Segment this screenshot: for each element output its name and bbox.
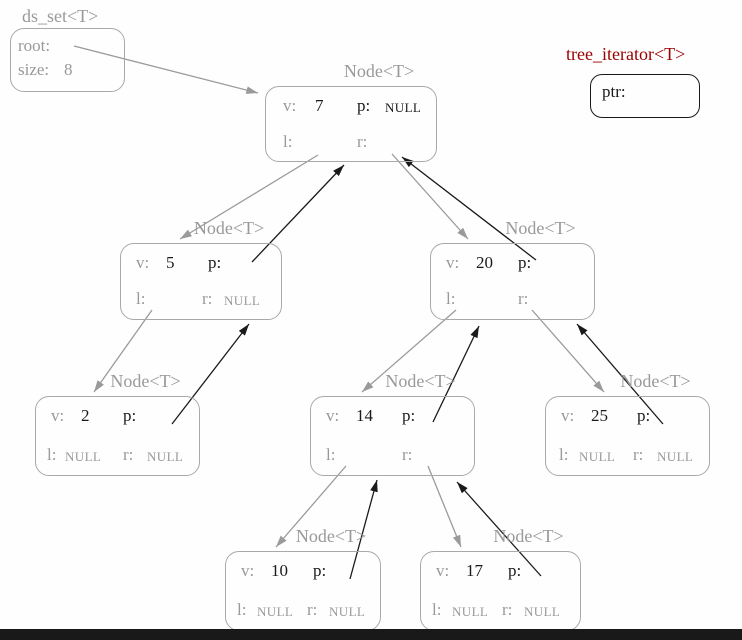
- node-20: Node<T> v: 20 p: l: r:: [430, 218, 595, 320]
- r-label: r:: [633, 445, 644, 464]
- root-label: root:: [18, 36, 51, 55]
- v-label: v:: [561, 406, 575, 425]
- r-label: r:: [502, 600, 513, 619]
- p-value: NULL: [385, 100, 422, 115]
- v-value: 17: [466, 561, 483, 580]
- node-box: [310, 396, 475, 476]
- r-label: r:: [202, 289, 213, 308]
- r-label: r:: [123, 445, 134, 464]
- p-label: p:: [208, 253, 222, 272]
- v-value: 20: [476, 253, 493, 272]
- l-value: NULL: [452, 604, 489, 619]
- v-value: 7: [315, 96, 324, 115]
- l-value: NULL: [579, 449, 616, 464]
- tree-iterator-box: [590, 74, 700, 118]
- r-label: r:: [307, 600, 318, 619]
- node-type-label: Node<T>: [505, 218, 576, 238]
- r-label: r:: [357, 132, 368, 151]
- node-5: Node<T> v: 5 p: l: r: NULL: [120, 218, 282, 320]
- ds-set-struct: ds_set<T> root: size: 8: [10, 6, 125, 92]
- l-label: l:: [559, 445, 569, 464]
- r-label: r:: [402, 445, 413, 464]
- node-type-label: Node<T>: [343, 61, 415, 81]
- v-label: v:: [283, 96, 297, 115]
- node-box: [545, 396, 710, 476]
- node-box: [430, 243, 595, 320]
- v-value: 5: [166, 253, 175, 272]
- arrow-7r-to-20: [391, 153, 469, 240]
- v-value: 14: [356, 406, 373, 425]
- ds-set-box: [10, 28, 125, 92]
- tree-iterator-struct: tree_iterator<T> ptr:: [566, 44, 700, 118]
- node-2: Node<T> v: 2 p: l: NULL r: NULL: [35, 371, 200, 476]
- arrow-20r-to-25: [531, 309, 605, 393]
- p-label: p:: [402, 406, 416, 425]
- p-label: p:: [508, 561, 522, 580]
- r-label: r:: [518, 289, 529, 308]
- v-label: v:: [436, 561, 450, 580]
- ds-set-title: ds_set<T>: [22, 6, 99, 26]
- size-label: size:: [18, 60, 50, 79]
- l-label: l:: [237, 600, 247, 619]
- v-label: v:: [326, 406, 340, 425]
- l-label: l:: [283, 132, 293, 151]
- l-label: l:: [446, 289, 456, 308]
- p-label: p:: [123, 406, 137, 425]
- r-value: NULL: [524, 604, 561, 619]
- p-label: p:: [357, 96, 371, 115]
- node-box: [120, 243, 282, 320]
- tree-iterator-title: tree_iterator<T>: [566, 44, 686, 64]
- node-box: [265, 86, 437, 162]
- l-label: l:: [432, 600, 442, 619]
- v-value: 25: [591, 406, 608, 425]
- node-10: Node<T> v: 10 p: l: NULL r: NULL: [225, 526, 381, 631]
- r-value: NULL: [224, 293, 261, 308]
- node-25: Node<T> v: 25 p: l: NULL r: NULL: [545, 371, 710, 476]
- v-value: 2: [81, 406, 90, 425]
- l-label: l:: [136, 289, 146, 308]
- node-type-label: Node<T>: [385, 371, 456, 391]
- ptr-label: ptr:: [602, 82, 626, 101]
- v-label: v:: [446, 253, 460, 272]
- node-type-label: Node<T>: [620, 371, 691, 391]
- node-type-label: Node<T>: [295, 526, 367, 546]
- v-label: v:: [51, 406, 65, 425]
- node-type-label: Node<T>: [493, 526, 564, 546]
- p-label: p:: [313, 561, 327, 580]
- r-value: NULL: [657, 449, 694, 464]
- arrow-14r-to-17: [427, 465, 462, 548]
- node-type-label: Node<T>: [193, 218, 265, 238]
- v-value: 10: [271, 561, 288, 580]
- l-label: l:: [326, 445, 336, 464]
- l-label: l:: [47, 445, 57, 464]
- p-label: p:: [518, 253, 532, 272]
- v-label: v:: [241, 561, 255, 580]
- r-value: NULL: [329, 604, 366, 619]
- window-bottom-edge: [0, 629, 742, 640]
- size-value: 8: [64, 60, 73, 79]
- l-value: NULL: [65, 449, 102, 464]
- l-value: NULL: [257, 604, 294, 619]
- node-7: Node<T> v: 7 p: NULL l: r:: [265, 61, 437, 162]
- p-label: p:: [637, 406, 651, 425]
- node-14: Node<T> v: 14 p: l: r:: [310, 371, 475, 476]
- node-box: [35, 396, 200, 476]
- node-17: Node<T> v: 17 p: l: NULL r: NULL: [420, 526, 581, 631]
- node-type-label: Node<T>: [110, 371, 181, 391]
- r-value: NULL: [147, 449, 184, 464]
- v-label: v:: [136, 253, 150, 272]
